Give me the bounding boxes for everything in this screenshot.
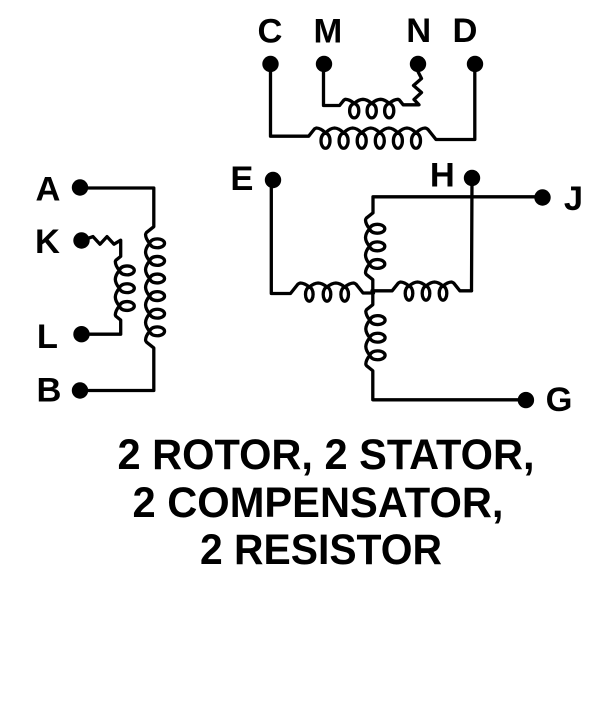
svg-text:C: C xyxy=(258,13,283,51)
svg-text:H: H xyxy=(430,156,455,194)
svg-text:G: G xyxy=(546,381,573,419)
svg-text:E: E xyxy=(230,160,253,198)
svg-text:K: K xyxy=(35,223,60,261)
svg-text:M: M xyxy=(314,13,343,51)
svg-text:J: J xyxy=(564,180,583,218)
svg-text:D: D xyxy=(453,12,478,50)
svg-text:2 RESISTOR: 2 RESISTOR xyxy=(200,527,442,574)
svg-text:2 COMPENSATOR,: 2 COMPENSATOR, xyxy=(133,480,504,527)
svg-text:L: L xyxy=(37,318,58,356)
svg-text:N: N xyxy=(406,12,431,50)
svg-text:A: A xyxy=(36,171,61,209)
svg-text:2 ROTOR, 2 STATOR,: 2 ROTOR, 2 STATOR, xyxy=(118,432,535,479)
svg-text:B: B xyxy=(36,372,61,410)
